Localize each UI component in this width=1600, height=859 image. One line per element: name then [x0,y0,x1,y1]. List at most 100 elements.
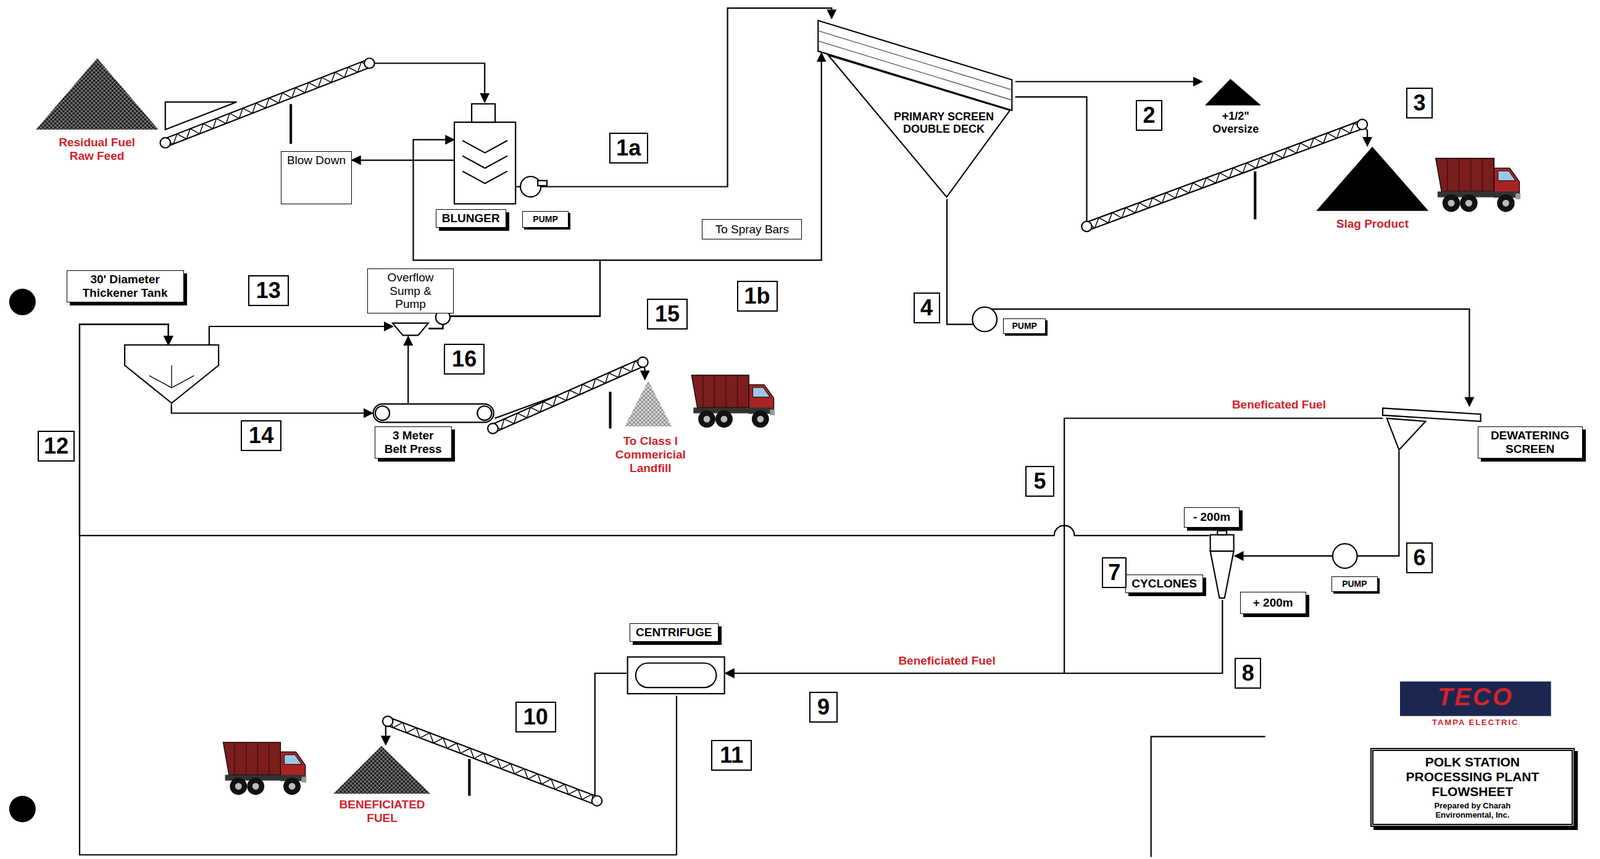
callout-box: 12 [37,430,75,462]
flow-line [171,404,373,414]
logo-band [1400,716,1552,731]
label-frame: Slag Product [1336,217,1409,231]
callout-number: 16 [448,345,480,374]
callout-box: 10 [515,701,557,733]
equipment-label: PUMP [532,214,558,225]
shape-outline [635,663,717,689]
pump-symbol [520,176,541,197]
label-frame: 3 Meter Belt Press [374,426,452,459]
slag-pile: Slag Product [1311,145,1434,233]
shape-outline [375,406,390,421]
logo-text-frame: TECO [1437,680,1514,713]
product-label: +1/2" Oversize [1204,109,1267,136]
conveyor-roller [160,137,171,149]
callout-box: 6 [1406,542,1433,574]
conveyor-frame [1085,120,1364,231]
equipment-label: POLK STATION PROCESSING PLANT FLOWSHEET [1395,754,1550,800]
flow-line [1015,96,1368,227]
product-label: Residual Fuel Raw Feed [53,135,141,163]
flow-line [428,53,821,329]
label-frame: Residual Fuel Raw Feed [53,135,141,163]
equipment-label: DEWATERING SCREEN [1483,429,1577,457]
centrifuge: CENTRIFUGE [626,653,726,696]
binder-hole [9,796,36,823]
conveyor-roller [382,716,394,728]
pump-outlet [537,180,547,186]
pump-label: PUMP [522,211,568,228]
logo-subtext: TAMPA ELECTRIC [1432,717,1519,729]
label-frame: BLUNGER [435,209,507,228]
label-frame: To Class I Commericial Landfill [611,434,689,476]
shape-drawing [124,345,219,405]
flow-line [946,198,1470,407]
primary-screen: PRIMARY SCREEN DOUBLE DECK [816,18,1015,200]
shape-outline [124,345,219,404]
shape-outline [1210,551,1234,599]
flow-line [79,324,677,856]
callout-number: 13 [253,276,284,305]
shape-outline [454,122,516,204]
conveyor-roller [364,58,375,69]
shape-drawing [626,653,726,696]
logo-text-frame: TAMPA ELECTRIC [1432,717,1519,729]
shape-outline [1387,418,1426,450]
title-block: POLK STATION PROCESSING PLANT FLOWSHEETP… [1370,748,1575,828]
bracket-line [1151,737,1266,858]
beneficiated-fuel-pile: BENEFICIATED FUEL [328,745,436,827]
flow-line [79,324,1210,536]
dump-truck [223,742,307,796]
conveyor-roller [637,357,649,368]
conveyor [160,58,375,148]
callout-box: 15 [646,298,688,330]
callout-box: 5 [1025,466,1054,497]
equipment-label: 3 Meter Belt Press [380,429,446,457]
blunger: BLUNGER [454,101,516,204]
shape-drawing [454,101,516,204]
binder-hole [9,288,36,316]
conveyor [1081,119,1368,232]
conveyor-leg [467,759,471,797]
callout-number: 12 [42,432,70,461]
callout-box: 9 [809,691,838,723]
pump-symbol [972,307,997,333]
equipment-label: To Spray Bars [715,222,789,237]
callout-number: 3 [1411,88,1428,118]
edge-label-patch: Beneficiated Fuel [895,654,998,668]
conveyor-truss [1085,123,1364,229]
callout-number: 9 [814,693,833,722]
shape-outline [333,745,431,794]
callout-box: 1a [609,132,649,164]
flow-line [209,326,394,346]
conveyor-leg [608,391,612,430]
callout-number: 14 [245,421,277,450]
conveyor [487,357,649,434]
callout-box: 8 [1234,658,1262,689]
connectors [79,8,1470,855]
edge-label-patch: Beneficated Fuel [1229,398,1329,412]
flow-line [725,418,1383,674]
callout-number: 7 [1106,558,1122,588]
logo-text: TECO [1437,680,1514,713]
blow-down-box: Blow Down [280,151,353,205]
label-frame: CYCLONES [1125,574,1204,594]
shape-outline [392,323,429,336]
flow-line [1015,80,1203,83]
equipment-label: CENTRIFUGE [635,625,713,640]
conveyor-truss [163,61,371,144]
shape-drawing [372,403,495,424]
shape-outline [1210,534,1234,551]
flow-line [515,8,832,187]
shape-outline [471,104,496,123]
label-frame: BENEFICIATED FUEL [332,798,432,826]
shape-outline [170,365,172,388]
belt-press: 3 Meter Belt Press [372,403,495,424]
equipment-label: Overflow Sump & Pump [373,270,448,312]
callout-box: 14 [240,420,282,452]
label-frame: DEWATERING SCREEN [1477,426,1583,459]
product-label: BENEFICIATED FUEL [332,798,432,826]
callout-box: 2 [1135,100,1163,131]
shape-outline [818,30,1013,91]
dewatering-screen: DEWATERING SCREEN [1382,406,1482,452]
shape-outline [1204,78,1262,105]
